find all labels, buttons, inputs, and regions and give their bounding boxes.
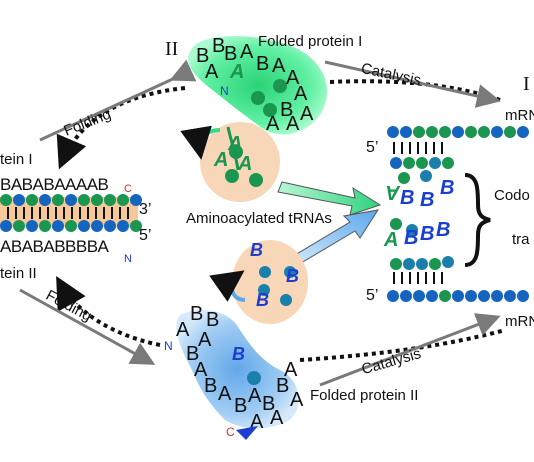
svg-text:B: B <box>280 99 293 121</box>
svg-text:A: A <box>300 103 314 125</box>
protein-2-sequence: ABABABBBBA <box>0 237 110 256</box>
svg-text:B: B <box>256 290 269 310</box>
svg-text:A: A <box>270 407 284 429</box>
svg-text:A: A <box>240 41 254 63</box>
dotted-arc-bottom-left <box>56 276 161 347</box>
svg-text:B: B <box>440 177 454 199</box>
svg-text:A: A <box>248 385 262 407</box>
folding-label-bottom: Folding <box>43 287 94 325</box>
catalysis-label-top: Catalysis <box>360 60 423 89</box>
svg-text:C: C <box>124 183 132 195</box>
dotted-arc-top-left <box>56 86 186 170</box>
svg-text:A: A <box>227 133 242 155</box>
bottom-strand-beads <box>0 220 142 232</box>
svg-text:N: N <box>164 339 173 353</box>
protein-1-partial-label: tein I <box>0 151 33 168</box>
folding-arrow-top <box>39 59 197 142</box>
svg-text:A: A <box>286 113 300 135</box>
folded-protein-2-label: Folded protein II <box>310 387 418 404</box>
svg-text:B: B <box>400 187 414 209</box>
svg-text:B: B <box>276 375 289 397</box>
svg-text:B: B <box>262 393 275 415</box>
trans-partial-label: tra <box>512 231 530 248</box>
svg-text:A: A <box>294 83 308 105</box>
svg-text:A: A <box>272 55 286 77</box>
catalysis-arrow-bottom <box>319 313 501 387</box>
svg-text:B: B <box>232 344 245 364</box>
svg-text:A: A <box>205 61 219 83</box>
svg-text:N: N <box>220 84 229 98</box>
roman-two-label: II <box>165 38 178 60</box>
aminoacylated-label: Aminoacylated tRNAs <box>186 210 332 227</box>
codon-partial-label: Codo <box>494 187 530 204</box>
left-duplex: tein I BABABAAAAB C 3’ 5’ ABABABBBBA N t… <box>0 151 151 282</box>
blue-arrow <box>289 209 380 267</box>
svg-text:B: B <box>250 240 263 260</box>
svg-text:A: A <box>290 389 304 411</box>
five-prime-top-right: 5’ <box>366 139 378 156</box>
svg-text:C: C <box>226 425 235 439</box>
folded-protein-1: BBB ABA AAB AAA A A N C <box>188 35 328 135</box>
three-prime-left: 3’ <box>139 201 151 218</box>
green-arrow <box>277 181 382 216</box>
svg-text:B: B <box>196 45 209 67</box>
catalysis-arrow-top <box>324 60 501 108</box>
svg-text:B: B <box>204 375 217 397</box>
svg-text:B: B <box>234 395 247 417</box>
svg-text:A: A <box>194 359 208 381</box>
svg-text:B: B <box>256 53 269 75</box>
svg-text:A: A <box>229 61 244 83</box>
svg-text:N: N <box>124 253 132 265</box>
svg-text:B: B <box>212 35 225 57</box>
svg-text:B: B <box>420 189 434 211</box>
svg-text:B: B <box>286 266 299 286</box>
roman-one-label: I <box>523 73 530 95</box>
svg-text:A: A <box>386 181 401 203</box>
top-strand-beads <box>0 194 142 206</box>
svg-text:B: B <box>224 43 237 65</box>
svg-text:A: A <box>213 149 228 171</box>
svg-text:B: B <box>186 343 199 365</box>
mrna-label-bottom: mRN <box>505 313 534 330</box>
svg-text:A: A <box>176 319 190 341</box>
svg-text:B: B <box>404 227 418 249</box>
folded-protein-1-label: Folded protein I <box>258 33 362 50</box>
svg-text:B: B <box>206 309 219 331</box>
svg-text:B: B <box>436 219 450 241</box>
protein-2-partial-label: tein II <box>0 265 37 282</box>
svg-text:A: A <box>383 229 398 251</box>
curly-brace <box>464 173 491 267</box>
mrna-top-strand <box>387 126 529 138</box>
svg-text:A: A <box>286 67 300 89</box>
svg-text:A: A <box>266 113 280 135</box>
mrna-bottom-strand <box>387 290 529 302</box>
svg-text:B: B <box>190 303 203 325</box>
folding-arrow-bottom <box>19 288 156 365</box>
svg-text:A: A <box>218 383 232 405</box>
svg-text:B: B <box>420 223 434 245</box>
svg-text:A: A <box>198 329 212 351</box>
folding-label-top: Folding <box>61 106 113 140</box>
five-prime-left: 5’ <box>139 227 151 244</box>
trna-pool-blue: B B B <box>209 240 308 324</box>
ribosome-area: mRN 5’ A B B B A B B B 5’ mRN Codo tra <box>366 107 534 330</box>
svg-text:A: A <box>237 153 252 175</box>
five-prime-bottom-right: 5’ <box>366 287 378 304</box>
protein-1-sequence: BABABAAAAB <box>0 175 109 194</box>
mrna-label-top: mRN <box>505 107 534 124</box>
trna-pool-green: A A A <box>180 122 280 202</box>
svg-text:A: A <box>284 359 298 381</box>
